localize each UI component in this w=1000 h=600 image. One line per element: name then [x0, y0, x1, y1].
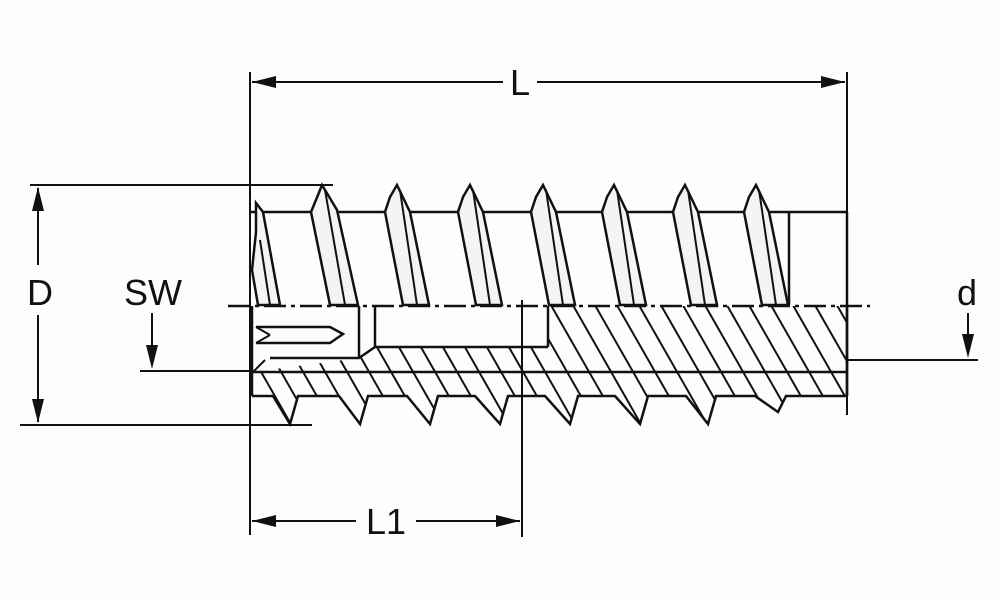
arrowhead-icon: [146, 345, 158, 369]
insert-external-view: [250, 182, 849, 395]
dimension-D: D: [20, 184, 333, 426]
arrowhead-icon: [821, 76, 845, 88]
insert-section-view: [250, 306, 849, 428]
dimension-L1: L1: [252, 300, 523, 542]
dimension-SW: SW: [124, 272, 255, 372]
dimension-label-D: D: [27, 272, 53, 313]
dimension-label-L: L: [510, 62, 530, 103]
arrowhead-icon: [252, 76, 276, 88]
arrowhead-icon: [962, 334, 974, 358]
arrowhead-icon: [496, 515, 520, 527]
arrowhead-icon: [32, 399, 44, 423]
dimension-L: L: [249, 62, 848, 535]
arrowhead-icon: [252, 515, 276, 527]
dimension-label-SW: SW: [124, 272, 182, 313]
dimension-d: d: [847, 272, 978, 361]
arrowhead-icon: [32, 187, 44, 211]
dimension-label-d: d: [957, 272, 977, 313]
dimension-label-L1: L1: [366, 501, 406, 542]
